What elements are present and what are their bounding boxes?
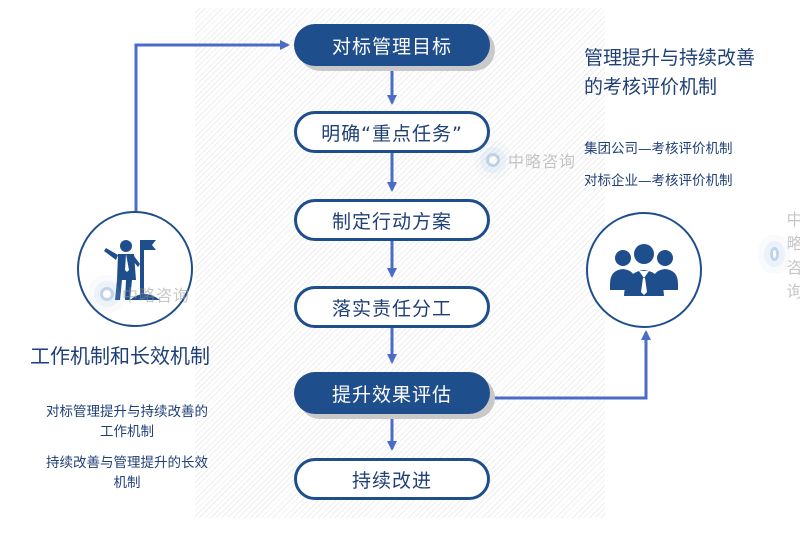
watermark-logo-2: 中略咨询 [100,282,190,306]
step-continuous-improvement: 持续改进 [294,458,490,500]
watermark-logo-icon [486,153,500,167]
left-item-1-line1: 对标管理提升与持续改善的 [46,404,208,420]
watermark-text: 中略咨询 [122,286,191,305]
left-item-2: 持续改善与管理提升的长效 机制 [28,453,226,493]
feedback-arrow-right [490,330,651,400]
step-evaluation: 提升效果评估 [294,372,490,414]
right-title: 管理提升与持续改善 的考核评价机制 [584,44,755,102]
feedback-arrow-left [134,40,290,212]
watermark-logo-icon [100,287,114,301]
right-item-2: 对标企业—考核评价机制 [584,173,733,189]
step-benchmark-goal: 对标管理目标 [294,24,490,66]
step-key-tasks: 明确“重点任务” [294,111,490,153]
right-title-line1: 管理提升与持续改善 [584,47,756,69]
right-title-line2: 的考核评价机制 [584,76,718,98]
hatched-background [195,8,605,518]
leader-flag-icon [104,240,160,300]
left-title: 工作机制和长效机制 [30,344,210,368]
left-item-1-line2: 工作机制 [100,424,154,440]
left-icon-circle [77,211,193,327]
watermark-logo-3: 中略咨询 [770,206,800,302]
left-item-2-line1: 持续改善与管理提升的长效 [46,455,208,471]
team-group-icon [610,244,678,296]
right-item-1: 集团公司—考核评价机制 [584,141,733,157]
watermark-text: 中略咨询 [786,210,800,301]
watermark-logo-1: 中略咨询 [486,148,576,172]
step-responsibility: 落实责任分工 [294,286,490,328]
right-icon-circle [586,212,702,328]
step-action-plan: 制定行动方案 [294,199,490,241]
left-item-1: 对标管理提升与持续改善的 工作机制 [28,402,226,442]
watermark-logo-icon [770,247,779,261]
left-item-2-line2: 机制 [113,475,141,491]
watermark-text: 中略咨询 [508,152,577,171]
